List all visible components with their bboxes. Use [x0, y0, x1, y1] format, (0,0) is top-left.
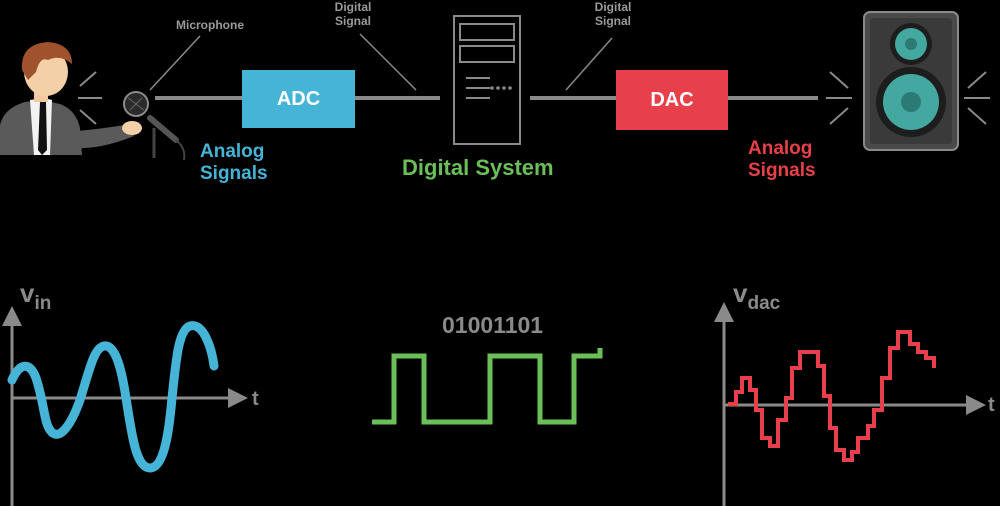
analog-signals-label-left: Analog Signals — [200, 141, 268, 184]
vin-label: vin — [20, 278, 51, 314]
dac-box: DAC — [616, 70, 728, 130]
vdac-label-v: v — [733, 278, 748, 308]
sound-wave-icon — [826, 71, 990, 125]
label-pointers — [149, 33, 613, 91]
microphone-icon — [123, 91, 186, 161]
digital-waveform — [372, 348, 603, 425]
dac-waveform — [728, 330, 936, 462]
vin-t-label: t — [252, 388, 259, 410]
speaker-icon — [863, 11, 959, 151]
microphone-label: Microphone — [176, 18, 244, 32]
vin-label-v: v — [20, 278, 35, 308]
digital-system-label: Digital System — [402, 155, 554, 180]
digital-signal-label-left: Digital Signal — [334, 0, 372, 28]
analog-waveform — [7, 321, 219, 473]
vin-axes — [2, 306, 248, 506]
vdac-label-sub: dac — [747, 293, 781, 314]
vdac-label: vdac — [733, 278, 780, 314]
adc-box: ADC — [242, 70, 355, 128]
digital-signal-label-right: Digital Signal — [594, 0, 632, 28]
vin-label-sub: in — [34, 293, 52, 314]
vdac-t-label: t — [988, 394, 995, 416]
sound-wave-icon — [78, 71, 102, 125]
computer-tower-icon — [453, 15, 521, 145]
person-icon — [0, 42, 142, 155]
bits-label: 01001101 — [442, 312, 544, 338]
vdac-axes — [714, 302, 986, 506]
analog-signals-label-right: Analog Signals — [748, 138, 816, 181]
